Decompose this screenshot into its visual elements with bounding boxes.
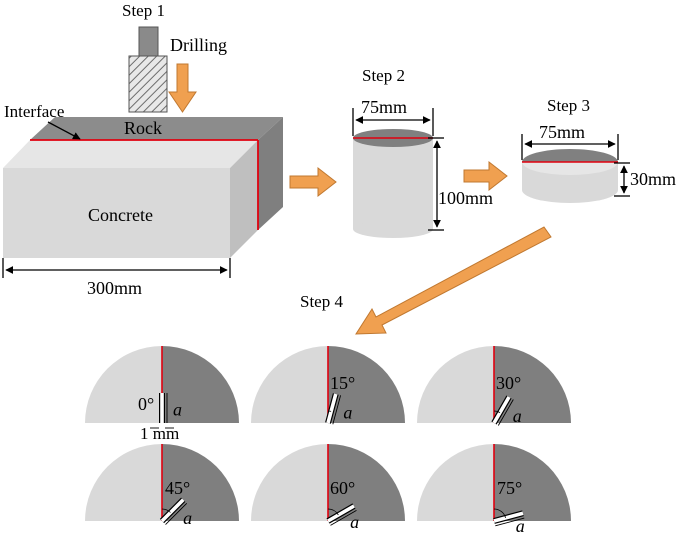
concrete-half (417, 444, 494, 521)
concrete-half (251, 444, 328, 521)
step3-label: Step 3 (547, 96, 590, 115)
rock-half (328, 346, 405, 423)
notch-length-dimension (165, 503, 188, 525)
concrete-half (85, 444, 162, 521)
concrete-label: Concrete (88, 205, 153, 225)
concrete-half (251, 346, 328, 423)
drilling-label: Drilling (170, 35, 227, 55)
concrete-front-face (3, 168, 230, 258)
notch (327, 504, 355, 523)
notch (326, 393, 338, 424)
notch-angle-arc (327, 508, 339, 516)
semicircle-specimen: a 45° (85, 444, 239, 528)
notch-angle-label: 30° (496, 373, 521, 393)
semicircle-specimen: a 0° (85, 346, 239, 423)
rock-half (494, 444, 571, 521)
step3-to-step4-arrow (355, 226, 552, 335)
step2-label: Step 2 (362, 66, 405, 85)
concrete-top-face (3, 140, 258, 168)
notch (160, 498, 185, 523)
rock-top-face (30, 117, 283, 140)
notch-width-label: 1 mm (140, 424, 179, 443)
notch-length-dimension (332, 395, 342, 425)
notch-length-label: a (513, 406, 522, 426)
notch-length-label: a (343, 402, 352, 422)
step4-label: Step 4 (300, 292, 343, 311)
notch-length-dimension (497, 399, 514, 426)
notch-length-label: a (516, 516, 525, 534)
semicircle-specimen: a 75° (417, 444, 571, 534)
notch-length-label: a (173, 400, 182, 420)
notch (492, 396, 511, 424)
interface-pointer (47, 121, 81, 140)
notch (493, 511, 524, 523)
core-height-label: 100mm (438, 188, 493, 208)
step1-to-step2-arrow (289, 166, 337, 198)
concrete-side-face (230, 140, 258, 258)
notch-length-label: a (350, 512, 359, 532)
notch-angle-label: 45° (165, 478, 190, 498)
notch-length-dimension (495, 517, 525, 527)
semicircle-specimen: a 30° (417, 346, 571, 426)
notch-angle-label: 75° (497, 478, 522, 498)
rock-half (494, 346, 571, 423)
notch-length-dimension (330, 509, 357, 526)
drill-bit-icon (128, 26, 168, 113)
notch-angle-label: 60° (330, 478, 355, 498)
rock-half (162, 346, 239, 423)
rock-side-face (258, 117, 283, 230)
disc-diameter-label: 75mm (539, 122, 585, 142)
disc-specimen (522, 149, 618, 203)
rock-half (328, 444, 405, 521)
step1-label: Step 1 (122, 1, 165, 20)
concrete-rock-block (3, 117, 283, 258)
notch-length-label: a (183, 508, 192, 528)
drilling-down-arrow (168, 63, 197, 113)
rock-label: Rock (124, 118, 162, 138)
step2-to-step3-arrow (463, 160, 508, 192)
disc-thickness-label: 30mm (630, 169, 676, 189)
notch-angle-label: 0° (138, 394, 154, 414)
concrete-half (417, 346, 494, 423)
block-length-label: 300mm (87, 278, 142, 298)
semicircle-specimen: a 15° (251, 346, 405, 425)
notch-angle-label: 15° (330, 373, 355, 393)
notch-angle-arc (493, 410, 501, 413)
interface-label: Interface (4, 102, 64, 121)
notched-semicircle-specimens: a 0° a 15° a 30° a 45° a 60° a 75° 1 mm (85, 346, 571, 534)
core-cylinder (353, 129, 433, 238)
notch-angle-arc (493, 508, 506, 519)
notch-angle-arc (161, 508, 171, 513)
core-diameter-label: 75mm (361, 97, 407, 117)
concrete-half (85, 346, 162, 423)
semicircle-specimen: a 60° (251, 444, 405, 532)
